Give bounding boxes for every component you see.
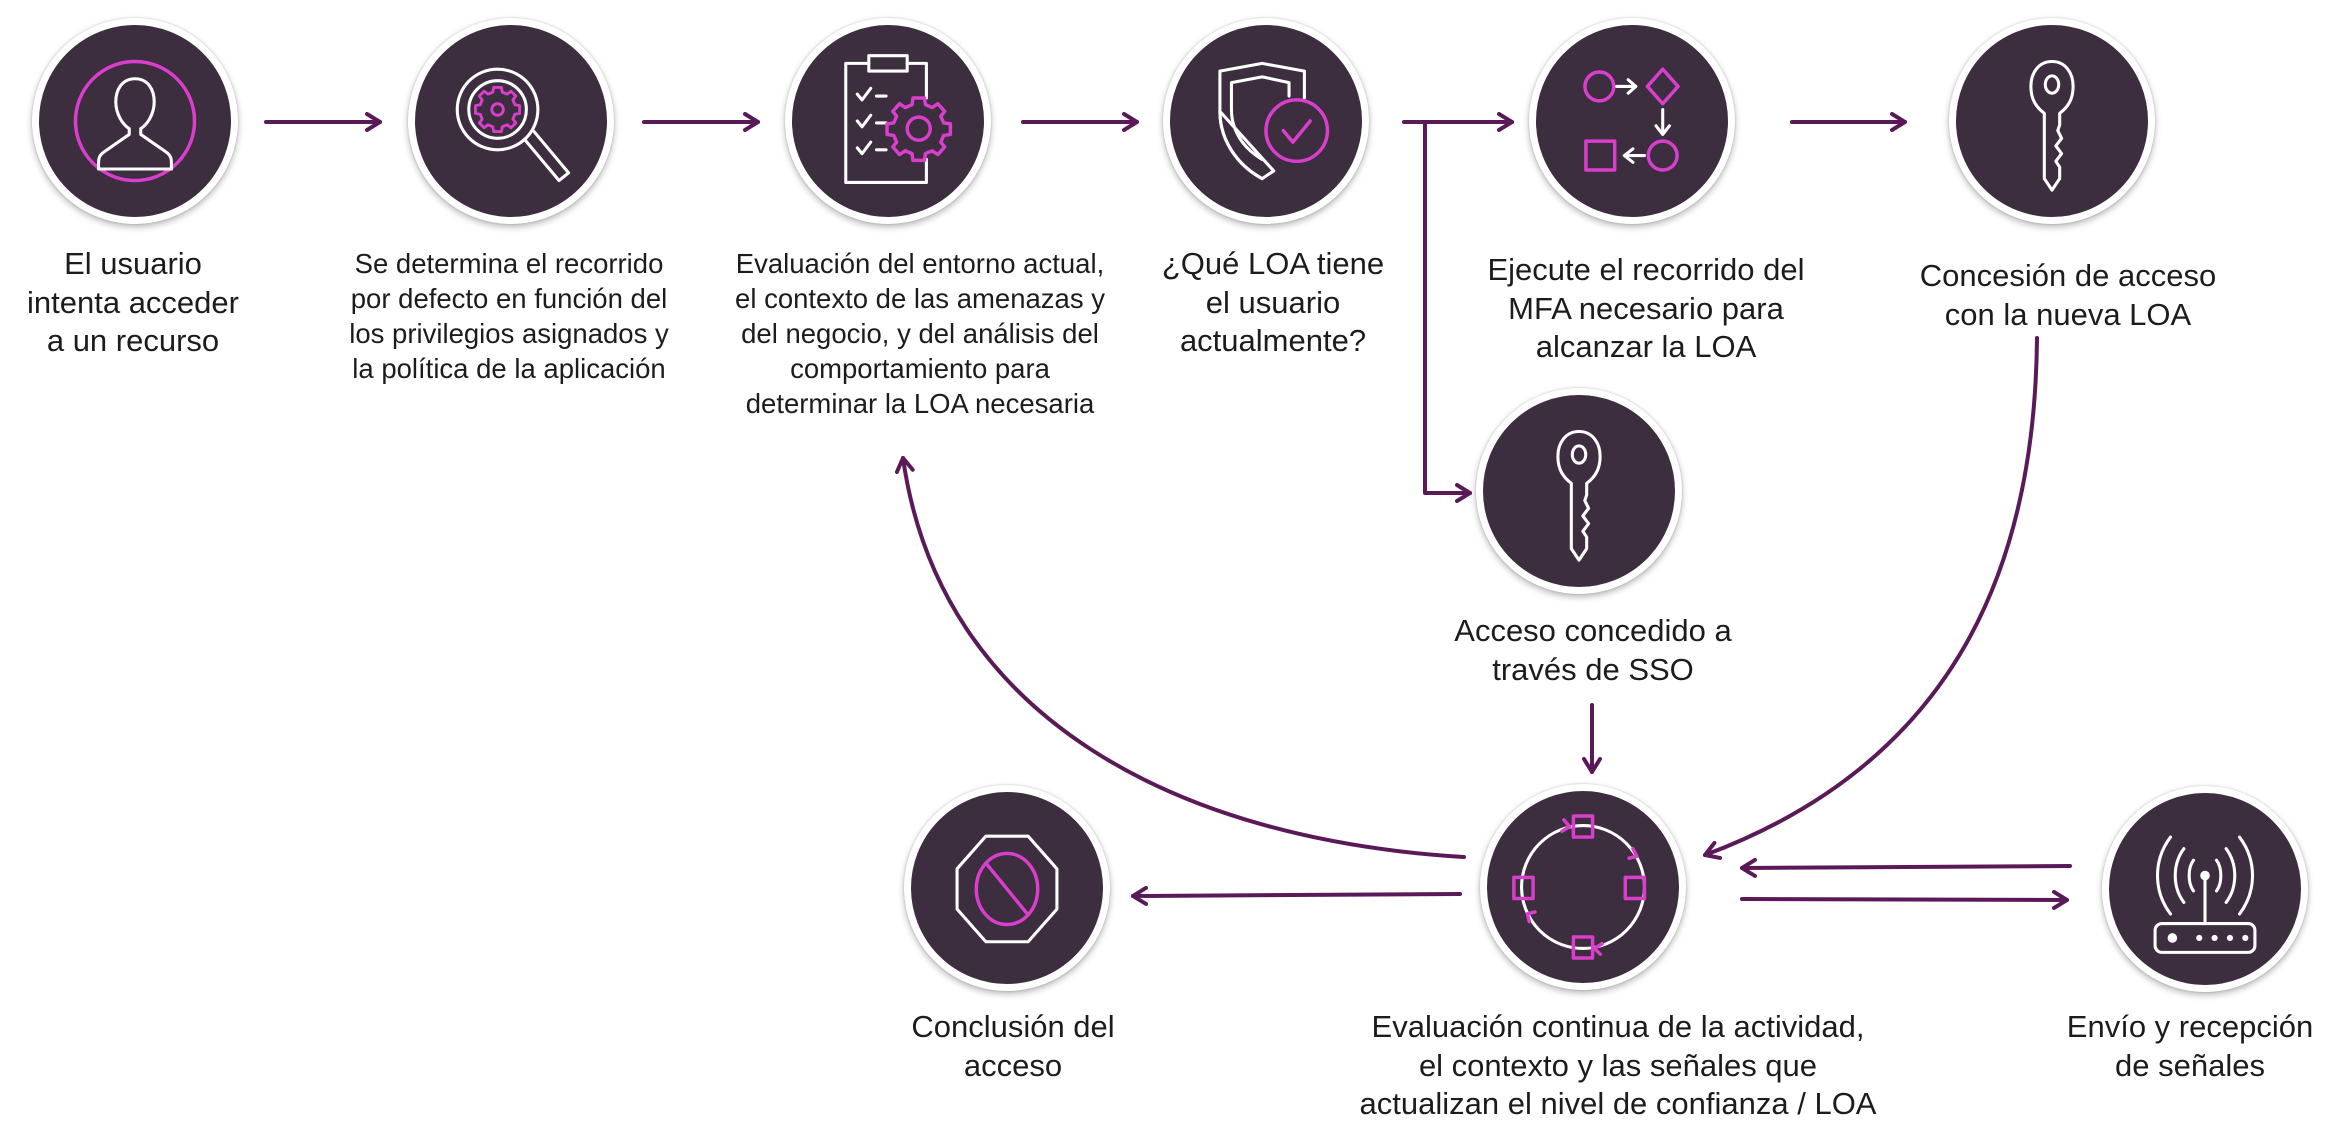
flowchart-icon (1583, 67, 1680, 172)
node-signals (2102, 786, 2308, 992)
key-icon (1556, 429, 1602, 562)
label-mfa: Ejecute el recorrido del MFA necesario p… (1487, 252, 1805, 364)
clipboard-gear-icon (844, 54, 953, 184)
node-continuous (1480, 784, 1686, 990)
label-end: Conclusión del acceso (911, 1009, 1115, 1083)
node-end (904, 785, 1110, 991)
edge-continuous-end (1131, 885, 1462, 906)
stop-sign-icon (955, 834, 1059, 944)
gear-icon (474, 85, 522, 133)
label-sso: Acceso concedido a través de SSO (1454, 613, 1732, 687)
user-icon (73, 59, 197, 183)
label-user: El usuario intenta acceder a un recurso (27, 246, 239, 358)
router-icon (2153, 835, 2257, 954)
edge-grant-continuous (1703, 336, 2039, 860)
node-mfa (1529, 18, 1735, 224)
edge-signals-continuous (1740, 857, 2072, 878)
label-loa: ¿Qué LOA tiene el usuario actualmente? (1161, 246, 1385, 358)
node-loa (1163, 18, 1369, 224)
label-continuous: Evaluación continua de la actividad, el … (1359, 1009, 1877, 1121)
node-sso (1476, 388, 1682, 594)
edge-loa-sso (1423, 120, 1472, 503)
magnifier-gear-icon (455, 67, 571, 183)
label-grant: Concesión de acceso con la nueva LOA (1919, 258, 2217, 332)
gear-icon (885, 96, 953, 163)
node-journey (408, 18, 614, 224)
label-evaluate: Evaluación del entorno actual, el contex… (735, 248, 1105, 419)
edge-continuous-signals (1740, 889, 2069, 910)
label-signals: Envío y recepción de señales (2066, 1009, 2314, 1083)
node-evaluate (785, 18, 991, 224)
cycle-icon (1512, 814, 1647, 960)
key-icon (2029, 59, 2075, 192)
label-journey: Se determina el recorrido por defecto en… (349, 248, 669, 384)
node-grant (1949, 18, 2155, 224)
edge-continuous-evaluate (894, 456, 1466, 859)
shield-check-icon (1218, 61, 1330, 181)
node-user (32, 18, 238, 224)
